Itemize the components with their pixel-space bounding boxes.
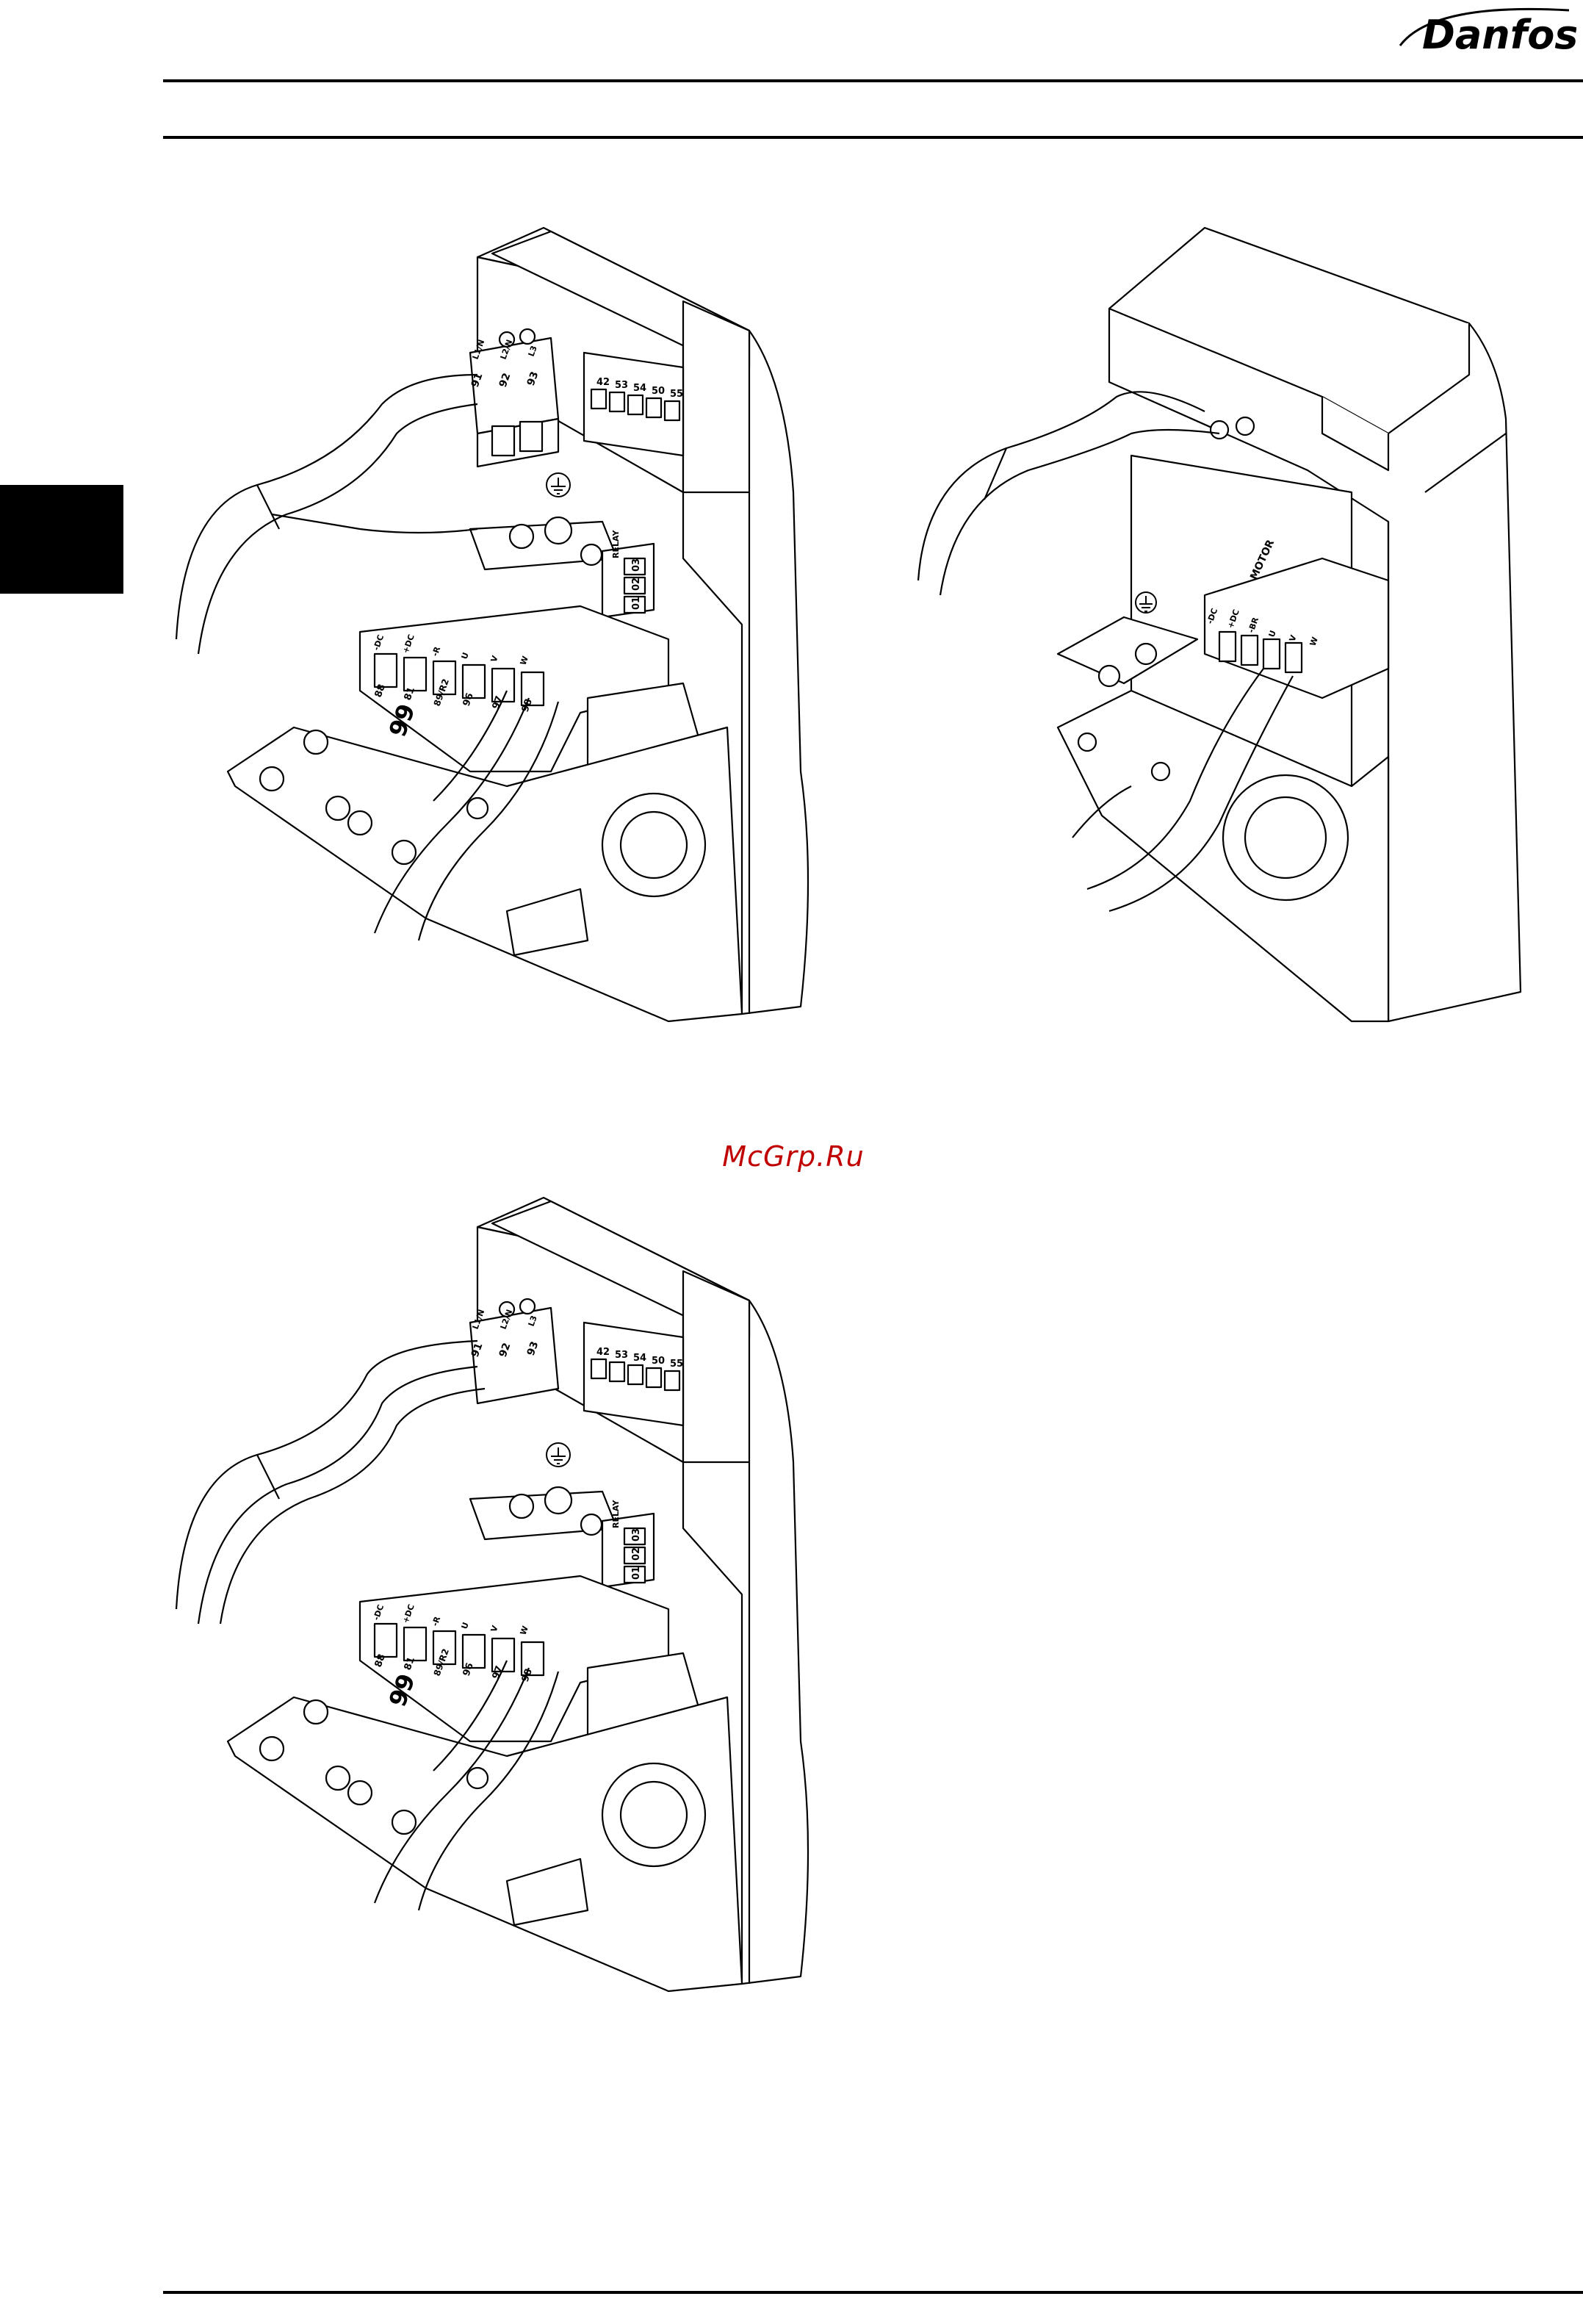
control-terminal-53: 53 [615, 380, 628, 391]
control-terminal-42: 42 [596, 377, 610, 388]
relay-terminal-01: 01 [631, 597, 642, 610]
control-terminal-54: 54 [633, 1353, 646, 1364]
mains-cable [176, 1341, 477, 1609]
mains-terminal-block [470, 338, 558, 433]
control-terminal-54: 54 [633, 383, 646, 394]
wiring-illustration-c: 91 92 93 L1/N L2/N L3 42 53 54 50 55 REL… [169, 1183, 830, 2013]
control-terminal-55: 55 [670, 1359, 683, 1370]
relay-terminal-02: 02 [631, 578, 642, 591]
wiring-illustration-a: 91 92 93 L1/N L2/N L3 42 53 54 50 55 REL… [169, 213, 830, 1043]
control-terminal-55: 55 [670, 389, 683, 400]
danfoss-logo: Danfoss [1393, 1, 1576, 68]
control-terminal-53: 53 [615, 1350, 628, 1361]
watermark: McGrp.Ru [720, 1140, 867, 1173]
header-rule-top [163, 79, 1583, 82]
relay-terminal-01: 01 [631, 1566, 642, 1580]
logo-wordmark: Danfoss [1422, 12, 1576, 58]
relay-terminal-03: 03 [631, 558, 642, 572]
control-terminal-50: 50 [652, 386, 665, 397]
relay-terminal-02: 02 [631, 1547, 642, 1561]
chapter-tab-marker [0, 485, 123, 594]
control-terminal-42: 42 [596, 1347, 610, 1358]
relay-label: RELAY [611, 1500, 621, 1528]
control-terminal-50: 50 [652, 1356, 665, 1367]
footer-rule [163, 2291, 1583, 2294]
relay-label: RELAY [611, 530, 621, 558]
header-rule-bottom [163, 136, 1583, 139]
ground-symbol [547, 1443, 570, 1467]
relay-terminal-03: 03 [631, 1528, 642, 1541]
ground-symbol [547, 473, 570, 497]
wiring-illustration-b: MOTOR -DC +DC -BR U V W [911, 213, 1535, 1043]
